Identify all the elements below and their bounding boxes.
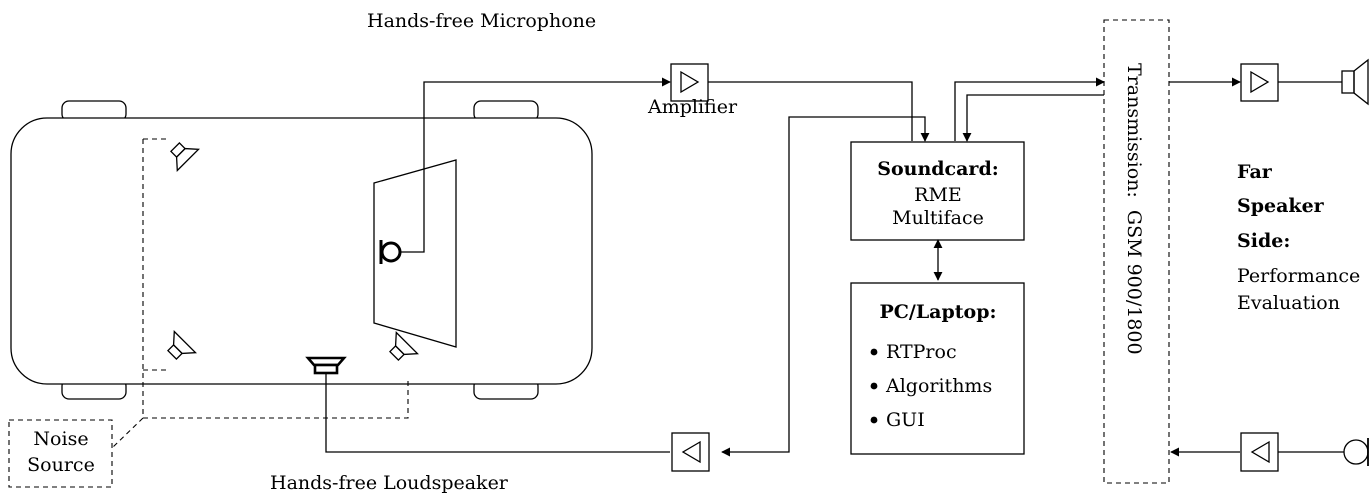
far-side-line: Performance xyxy=(1237,265,1360,287)
noise-speaker-icon xyxy=(167,330,197,360)
far-speaker-icon xyxy=(1341,58,1369,106)
noise-speaker-icon xyxy=(170,142,200,172)
noise-source-box xyxy=(8,419,113,488)
amplifier-icon xyxy=(671,432,710,472)
noise-wiring xyxy=(8,138,409,488)
transmission-label: Transmission: GSM 900/1800 xyxy=(1123,63,1145,355)
far-side-line: Evaluation xyxy=(1237,292,1340,314)
car-windshield xyxy=(373,159,457,348)
far-side-bold: Side: xyxy=(1237,230,1290,252)
noise-source-label: Source xyxy=(27,454,95,476)
hands-free-microphone-label: Hands-free Microphone xyxy=(367,10,596,32)
soundcard-title: Soundcard: xyxy=(877,158,999,180)
soundcard-line1: RME xyxy=(914,184,962,206)
pc-title: PC/Laptop: xyxy=(879,301,996,323)
pc-item: GUI xyxy=(886,409,925,431)
far-microphone-icon xyxy=(1343,438,1369,466)
far-speaker-side-text: Far Speaker Side: Performance Evaluation xyxy=(1237,161,1360,314)
signal-lines xyxy=(325,77,1344,457)
noise-speaker-icon xyxy=(389,331,419,361)
far-side-bold: Speaker xyxy=(1237,195,1325,217)
far-side-bold: Far xyxy=(1237,161,1273,183)
car-body xyxy=(10,117,593,385)
pc-block: PC/Laptop: RTProc Algorithms GUI xyxy=(850,282,1025,455)
hands-free-loudspeaker-icon xyxy=(305,356,347,375)
amplifier-label: Amplifier xyxy=(647,96,738,118)
transmission-block: Transmission: GSM 900/1800 xyxy=(1103,19,1170,484)
soundcard-block: Soundcard: RME Multiface xyxy=(850,141,1025,241)
soundcard-line2: Multiface xyxy=(892,207,984,229)
hands-free-loudspeaker-label: Hands-free Loudspeaker xyxy=(270,472,509,494)
amplifier-icon xyxy=(1240,63,1279,102)
noise-source-label: Noise xyxy=(33,428,88,450)
amplifier-icon xyxy=(1240,432,1279,472)
pc-item: Algorithms xyxy=(885,375,992,397)
pc-item: RTProc xyxy=(886,341,957,363)
amplifier-icon xyxy=(670,63,709,102)
car xyxy=(10,100,593,400)
